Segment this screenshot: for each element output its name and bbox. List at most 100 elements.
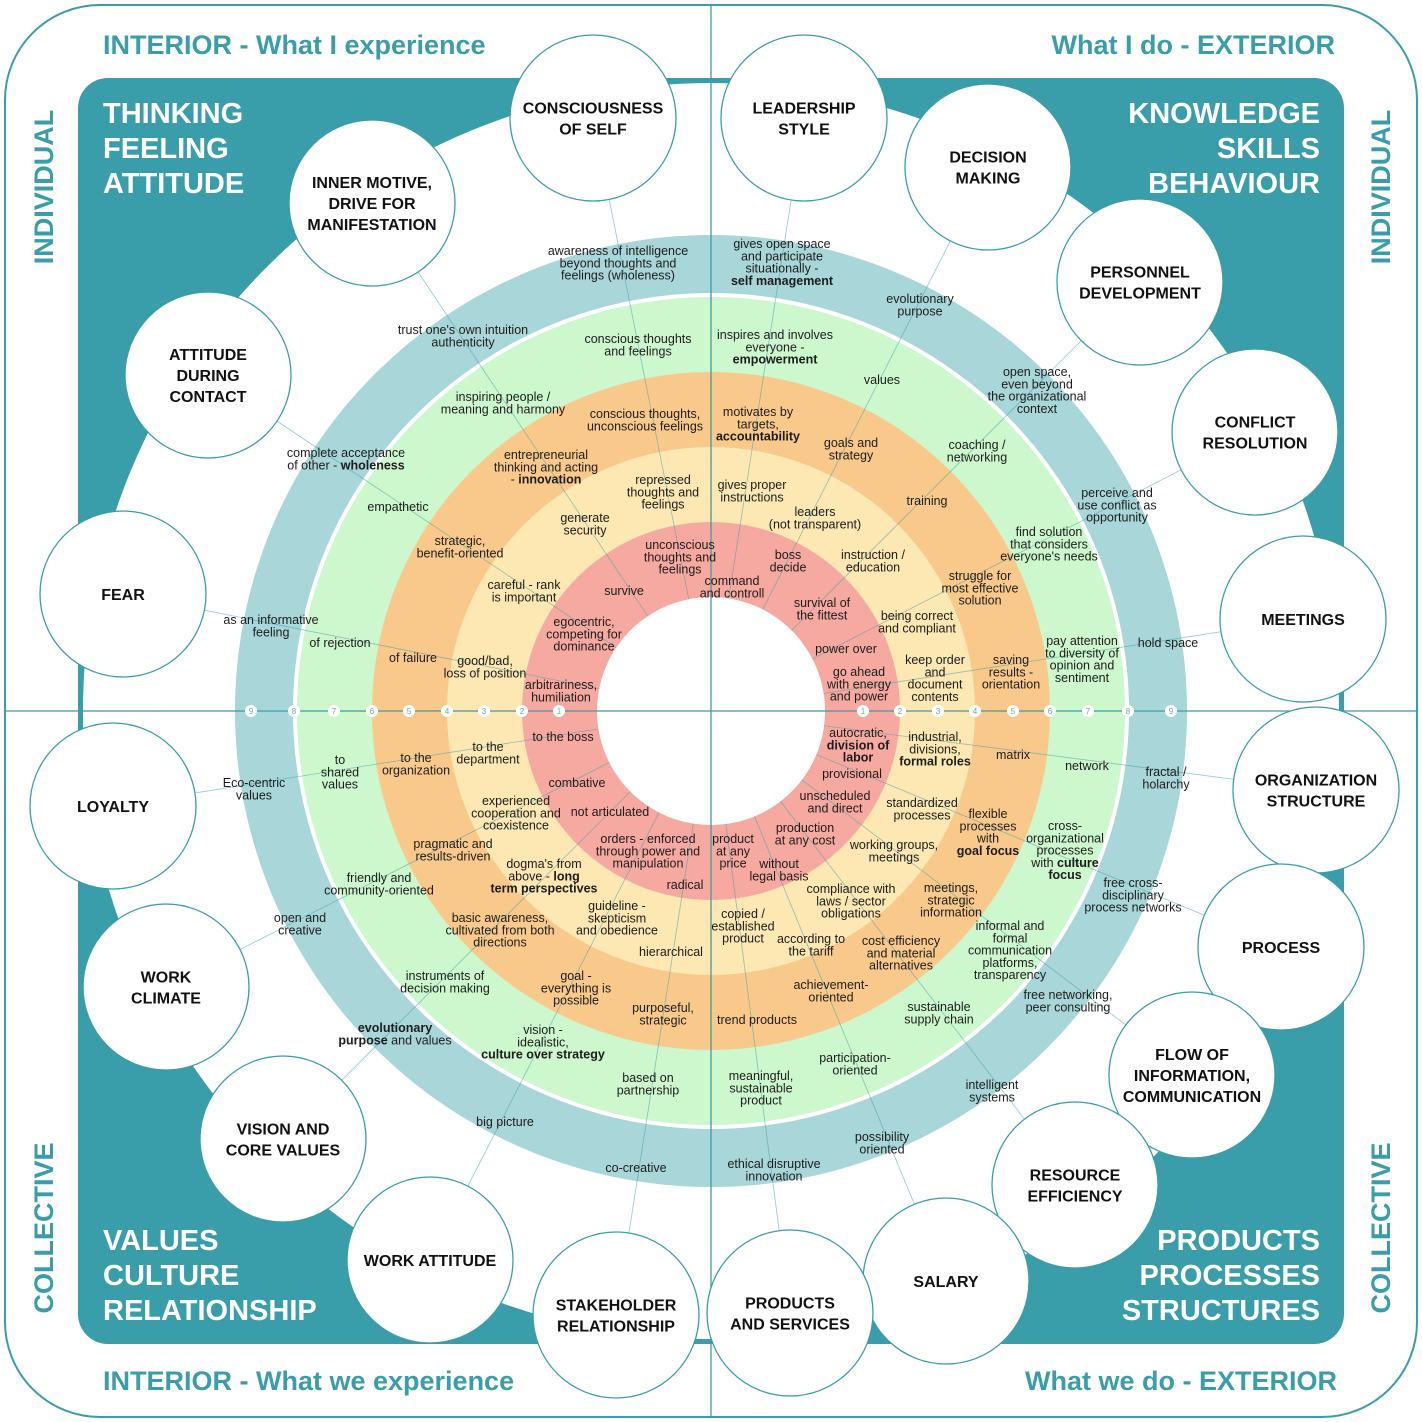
topic-circle[interactable]: WORK ATTITUDE	[346, 1176, 514, 1344]
topic-label: LEADERSHIP	[752, 101, 855, 118]
title-line: VALUES	[103, 1225, 218, 1257]
topic-label: INFORMATION,	[1134, 1068, 1250, 1085]
ring-label-line: motivates by	[723, 405, 794, 419]
ring-label-line: keep order	[905, 653, 965, 667]
ring-label-line: is important	[492, 590, 557, 604]
ring-label-line: and	[925, 665, 946, 679]
ring-label-line: conscious thoughts	[584, 332, 691, 346]
topic-circle[interactable]: MEETINGS	[1219, 535, 1387, 703]
ring-label-line: sustainable	[907, 1000, 970, 1014]
ring-label-line: product	[740, 1094, 782, 1108]
ring-label-line: saving	[993, 653, 1029, 667]
ring-label-line: matrix	[996, 748, 1031, 762]
topic-label: WORK	[141, 970, 192, 987]
topic-circle[interactable]: PROCESS	[1197, 863, 1365, 1031]
ring-label-line: laws / sector	[816, 894, 885, 908]
ring-label: survive	[604, 584, 644, 598]
topic-connector	[816, 754, 1282, 948]
ring-label-line: cooperation and	[471, 806, 561, 820]
ring-label-line: survive	[604, 584, 644, 598]
ring-label-line: document	[908, 678, 963, 692]
title-line: BEHAVIOUR	[1148, 168, 1320, 200]
ring-label-line: to the	[472, 740, 503, 754]
ring-label-line: competing for	[546, 627, 622, 641]
ring-label-line: industrial,	[908, 730, 962, 744]
ring-label-line: not articulated	[571, 805, 650, 819]
ring-label: achievement-oriented	[793, 978, 868, 1004]
scale-marker	[245, 705, 257, 717]
ring-label-line: contents	[911, 690, 958, 704]
ring-label-line: directions	[473, 936, 527, 950]
ring-label: of failure	[389, 651, 437, 665]
ring-label-line: legal basis	[749, 869, 808, 883]
ring-label-line: holarchy	[1142, 777, 1190, 791]
ring-label: strategic,benefit-oriented	[417, 534, 504, 560]
ring-label-line: intelligent	[966, 1078, 1019, 1092]
ring-label-line: networking	[947, 450, 1007, 464]
topic-label: PRODUCTS	[745, 1296, 835, 1313]
topic-circle[interactable]: SALARY	[862, 1197, 1030, 1365]
ring-label-line: to the	[400, 751, 431, 765]
topic-label: VISION AND	[237, 1122, 330, 1139]
topic-label: RESOLUTION	[1203, 436, 1308, 453]
topic-circle-shape	[532, 1231, 700, 1399]
ring-label-line: standardized	[886, 796, 958, 810]
ring-label-line: meetings	[869, 850, 920, 864]
scale-marker	[857, 705, 869, 717]
ring-label-line: free networking,	[1024, 988, 1113, 1002]
ring-label: inspiring people /meaning and harmony	[441, 390, 566, 416]
ring-label-line: unconscious feelings	[587, 419, 703, 433]
topic-circle[interactable]: FEAR	[39, 510, 207, 678]
ring-label: to the boss	[532, 730, 593, 744]
topic-label: STAKEHOLDER	[556, 1298, 677, 1315]
ring-label-line: being correct	[881, 609, 954, 623]
ring-label-line: survival of	[794, 596, 851, 610]
topic-label: FEAR	[101, 587, 145, 604]
scale-marker	[1044, 705, 1056, 717]
ring-label-line: and material	[867, 946, 936, 960]
ring-label-line: combative	[549, 776, 606, 790]
ring-label: not articulated	[571, 805, 650, 819]
ring-label-line: - innovation	[511, 473, 582, 487]
topic-label: WORK ATTITUDE	[364, 1253, 497, 1270]
topic-circle[interactable]: LOYALTY	[29, 722, 197, 890]
quadrant-title-bottom-right: PRODUCTS PROCESSES STRUCTURES	[1122, 1225, 1320, 1327]
scale-number: 5	[407, 707, 412, 716]
topic-label: FLOW OF	[1155, 1047, 1229, 1064]
scale-marker	[553, 705, 565, 717]
ring-label-line: with culture	[1030, 856, 1098, 870]
ring-label-line: shared	[321, 765, 359, 779]
ring-label-line: awareness of intelligence	[548, 244, 688, 258]
ring-label-line: beyond thoughts and	[560, 256, 677, 270]
ring-label-line: hold space	[1138, 636, 1199, 650]
ring-label-line: thoughts and	[627, 485, 699, 499]
ring-label-line: most effective	[942, 581, 1019, 595]
topic-label: DRIVE FOR	[328, 196, 416, 213]
